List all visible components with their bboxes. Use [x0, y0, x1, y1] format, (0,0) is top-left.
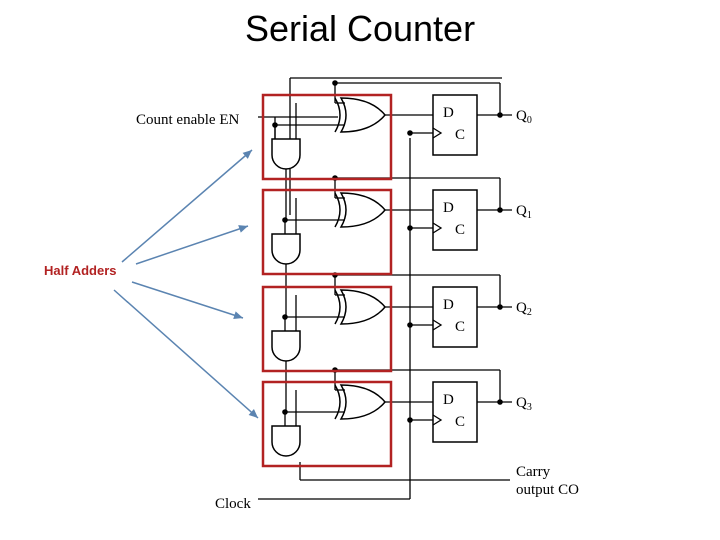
count-enable-label: Count enable EN: [136, 112, 239, 128]
q-output-label-3: Q3: [516, 395, 532, 413]
q-output-label-0: Q0: [516, 108, 532, 126]
ff-c-label-2: C: [455, 319, 465, 335]
ff-c-label-0: C: [455, 127, 465, 143]
pointer-arrow-0: [121, 149, 253, 263]
stage-3: DC Q3: [271, 367, 532, 457]
xor-gate-arc-0: [334, 97, 341, 133]
xor-gate-2: [339, 289, 386, 325]
clock-triangle-2: [432, 319, 443, 331]
half-adder-box-0: [261, 93, 393, 181]
pointer-arrowhead-1: [238, 225, 248, 233]
ff-d-label-0: D: [443, 105, 454, 121]
clock-junction-3: [407, 417, 413, 423]
pointer-arrow-1: [135, 225, 249, 265]
carry-label-line1: Carry: [516, 464, 551, 480]
carry-label-line2: output CO: [516, 482, 579, 498]
pointer-arrowhead-0: [242, 150, 252, 159]
ff-d-label-1: D: [443, 200, 454, 216]
d-flip-flop-0: [432, 94, 478, 156]
half-adder-box-3: [261, 380, 393, 468]
ff-d-label-3: D: [443, 392, 454, 408]
clock-triangle-3: [432, 414, 443, 426]
xor-gate-1: [339, 192, 386, 228]
half-adders-label: Half Adders: [44, 263, 116, 278]
page-title: Serial Counter: [244, 8, 476, 49]
pointer-arrowhead-3: [248, 409, 258, 418]
and-gate-1: [271, 233, 301, 265]
half-adder-box-1: [261, 188, 393, 276]
clock-junction-2: [407, 322, 413, 328]
clock-triangle-1: [432, 222, 443, 234]
xor-gate-arc-3: [334, 384, 341, 420]
pointer-arrow-2: [131, 281, 244, 319]
and-gate-3: [271, 425, 301, 457]
d-flip-flop-2: [432, 286, 478, 348]
clock-triangle-0: [432, 127, 443, 139]
clock-junction-1: [407, 225, 413, 231]
feedback-junction-0: [332, 80, 338, 86]
and-gate-0: [271, 138, 301, 170]
pointer-arrow-3: [113, 289, 259, 419]
clock-label: Clock: [215, 496, 251, 512]
d-flip-flop-3: [432, 381, 478, 443]
xor-gate-3: [339, 384, 386, 420]
half-adder-box-2: [261, 285, 393, 373]
ff-c-label-1: C: [455, 222, 465, 238]
d-flip-flop-1: [432, 189, 478, 251]
and-gate-2: [271, 330, 301, 362]
xor-gate-arc-2: [334, 289, 341, 325]
ff-c-label-3: C: [455, 414, 465, 430]
pointer-arrowhead-2: [233, 311, 243, 320]
xor-gate-0: [339, 97, 386, 133]
xor-gate-arc-1: [334, 192, 341, 228]
q-output-label-1: Q1: [516, 203, 532, 221]
ff-d-label-2: D: [443, 297, 454, 313]
q-output-label-2: Q2: [516, 300, 532, 318]
clock-junction-0: [407, 130, 413, 136]
